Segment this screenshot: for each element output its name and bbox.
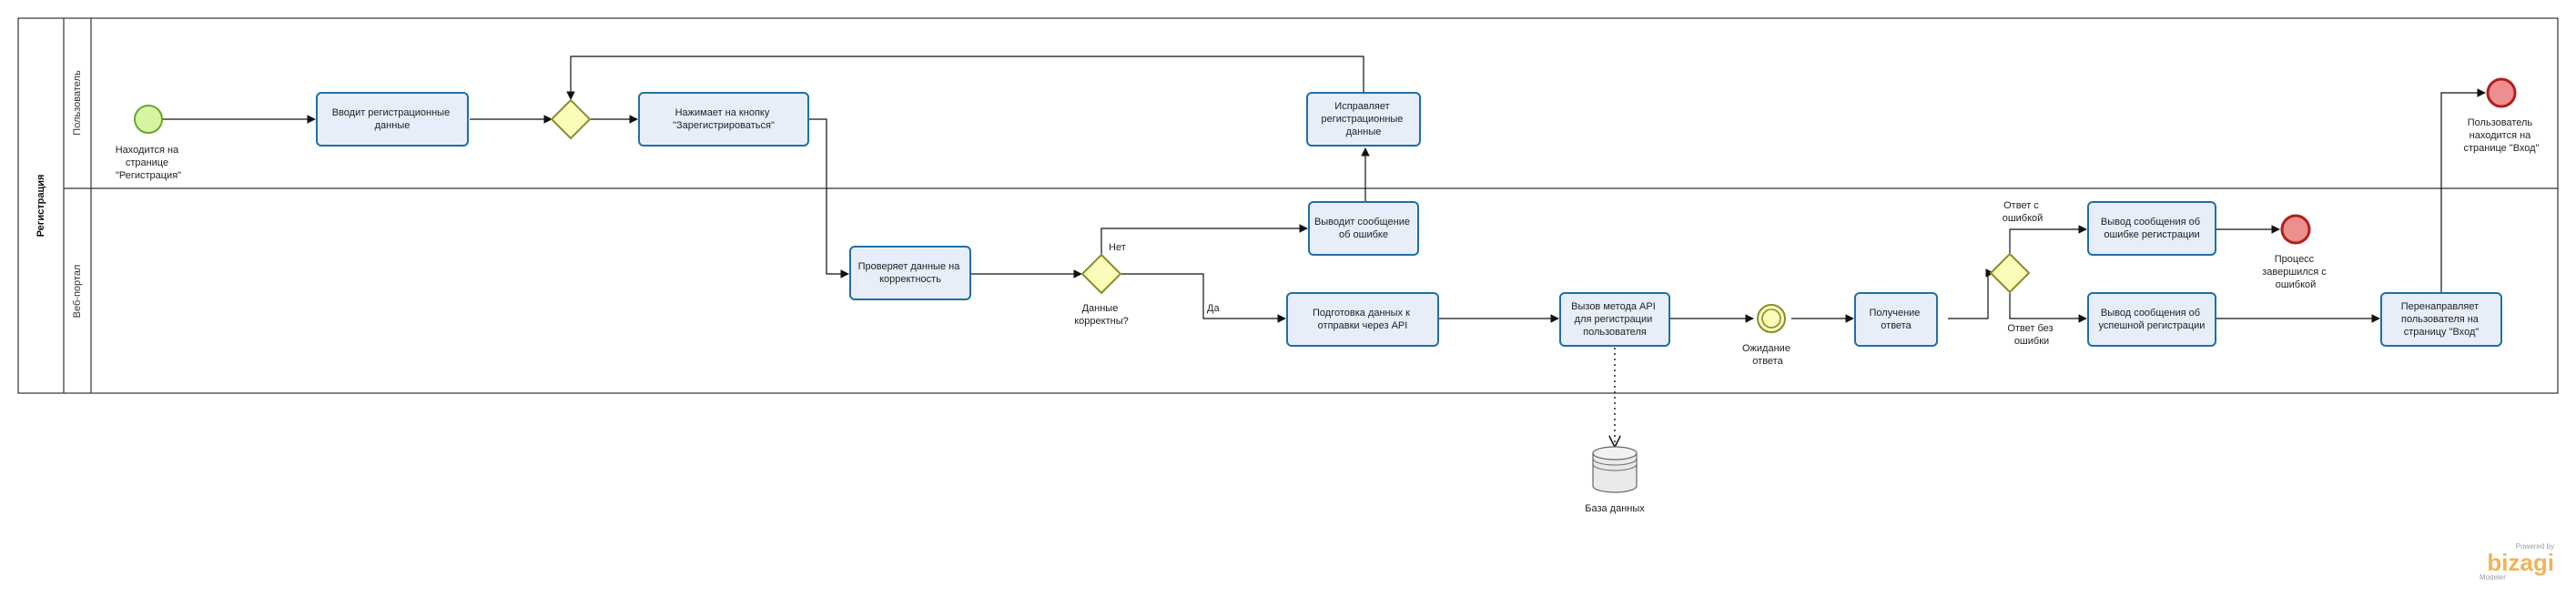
svg-text:Вывод сообщения об ошибк: Вывод сообщения об ошибке регистрации bbox=[2101, 217, 2203, 240]
start-event-label: Находится на странице "Регистрация" bbox=[116, 145, 182, 181]
lane-title-portal: Веб-портал bbox=[72, 265, 83, 319]
svg-text:bizagi: bizagi bbox=[2487, 549, 2554, 576]
end-event-success[interactable] bbox=[2486, 77, 2517, 108]
svg-text:Перенаправляет пользоват: Перенаправляет пользователя на страницу … bbox=[2401, 301, 2481, 338]
svg-text:Выводит сообщение об оши: Выводит сообщение об ошибке bbox=[1314, 217, 1413, 240]
svg-text:Powered by: Powered by bbox=[2516, 542, 2554, 551]
svg-text:Исправляет регистрационн: Исправляет регистрационные данные bbox=[1322, 101, 1406, 137]
task-prepare-api[interactable]: Подготовка данных к отправки через API bbox=[1286, 292, 1439, 347]
svg-text:Вывод сообщения об успеш: Вывод сообщения об успешной регистрации bbox=[2099, 308, 2206, 331]
start-event[interactable] bbox=[134, 105, 163, 134]
task-redirect[interactable]: Перенаправляет пользователя на страницу … bbox=[2380, 292, 2502, 347]
task-click-register[interactable]: Нажимает на кнопку "Зарегистрироваться" bbox=[638, 92, 809, 147]
flow-label-resp-ok: Ответ без ошибки bbox=[2007, 323, 2055, 347]
lane-title-user: Пользователь bbox=[72, 70, 83, 136]
wait-event-label: Ожидание ответа bbox=[1742, 343, 1793, 367]
task-fix-data[interactable]: Исправляет регистрационные данные bbox=[1306, 92, 1421, 147]
svg-text:Вводит регистрационные д: Вводит регистрационные данные bbox=[332, 107, 453, 131]
svg-text:Проверяет данные на корр: Проверяет данные на корректность bbox=[858, 261, 963, 285]
task-receive-response[interactable]: Получение ответа bbox=[1854, 292, 1938, 347]
flow-label-resp-error: Ответ с ошибкой bbox=[2003, 200, 2044, 224]
svg-text:Modeler: Modeler bbox=[2480, 573, 2506, 582]
task-enter-data[interactable]: Вводит регистрационные данные bbox=[316, 92, 469, 147]
task-call-api[interactable]: Вызов метода API для регистрации пользов… bbox=[1559, 292, 1670, 347]
task-check-data[interactable]: Проверяет данные на корректность bbox=[849, 246, 971, 300]
bizagi-logo: Powered by bizagi Modeler bbox=[2480, 542, 2554, 582]
svg-text:Нажимает на кнопку "Заре: Нажимает на кнопку "Зарегистрироваться" bbox=[673, 107, 775, 131]
svg-text:Подготовка данных к отп: Подготовка данных к отправки через API bbox=[1313, 308, 1413, 331]
gateway-data-valid-label: Данные корректны? bbox=[1074, 303, 1128, 327]
svg-text:Вызов метода API для рег: Вызов метода API для регистрации пользов… bbox=[1571, 301, 1658, 338]
gateway-after-input[interactable] bbox=[550, 98, 592, 140]
end-event-success-label: Пользователь находится на странице "Вход… bbox=[2463, 117, 2539, 154]
datastore-label: База данных bbox=[1585, 503, 1645, 514]
datastore-icon[interactable] bbox=[1592, 446, 1638, 493]
flow-label-no: Нет bbox=[1109, 242, 1126, 253]
pool-title: Регистрация bbox=[35, 175, 46, 238]
task-show-error[interactable]: Выводит сообщение об ошибке bbox=[1308, 201, 1419, 256]
end-event-error-label: Процесс завершился с ошибкой bbox=[2262, 254, 2329, 290]
task-reg-error-msg[interactable]: Вывод сообщения об ошибке регистрации bbox=[2087, 201, 2216, 256]
end-event-error[interactable] bbox=[2280, 214, 2311, 245]
flow-label-yes: Да bbox=[1207, 303, 1220, 314]
svg-text:Получение ответа: Получение ответа bbox=[1870, 308, 1923, 331]
gateway-response[interactable] bbox=[1989, 252, 2031, 294]
task-reg-success-msg[interactable]: Вывод сообщения об успешной регистрации bbox=[2087, 292, 2216, 347]
gateway-data-valid[interactable] bbox=[1080, 253, 1122, 295]
wait-event[interactable] bbox=[1757, 304, 1786, 333]
sequence-flows bbox=[162, 56, 2486, 446]
